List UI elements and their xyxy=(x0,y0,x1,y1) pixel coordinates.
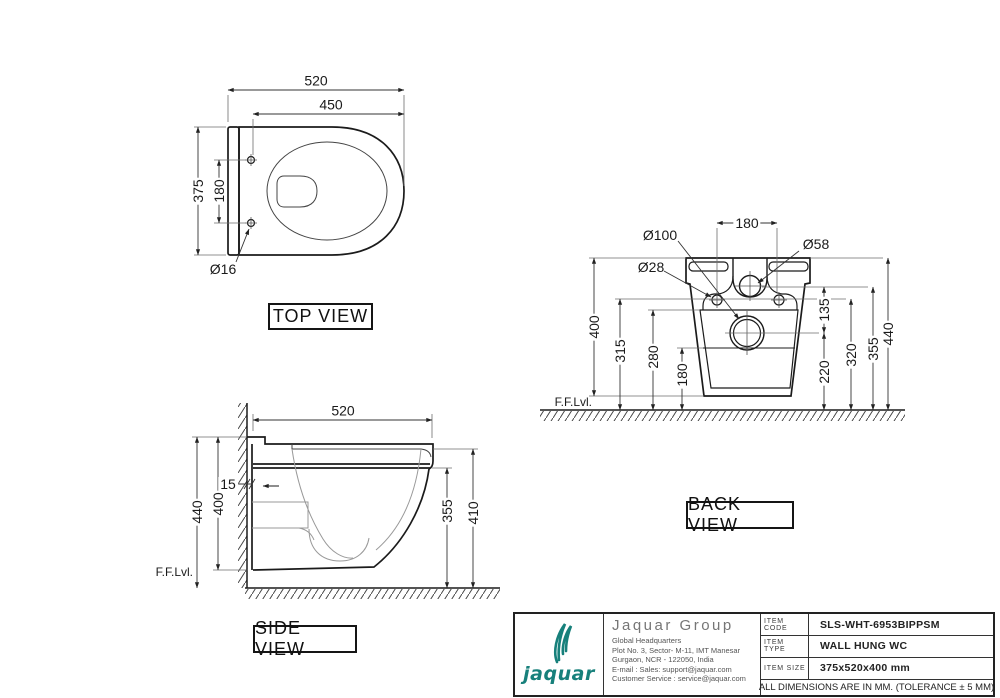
dim-side-410: 410 xyxy=(465,499,481,527)
back-view-dimensions xyxy=(589,220,891,411)
dim-back-135: 135 xyxy=(816,296,832,324)
dim-back-dia28: Ø28 xyxy=(637,259,665,275)
side-view-label: SIDE VIEW xyxy=(253,618,357,659)
dim-back-dia100: Ø100 xyxy=(642,227,678,243)
item-code-label-cell: ITEM CODE xyxy=(760,614,808,635)
jaquar-wordmark: jaquar xyxy=(523,663,595,685)
brand-logo-cell: jaquar xyxy=(515,614,603,695)
dim-top-520: 520 xyxy=(304,72,328,89)
back-view-linework xyxy=(540,257,905,421)
item-code-value-cell: SLS-WHT-6953BIPPSM xyxy=(808,614,993,635)
item-size-value-cell: 375x520x400 mm xyxy=(808,657,993,679)
dim-back-320: 320 xyxy=(843,341,859,369)
dim-side-355: 355 xyxy=(439,497,455,525)
company-name: Jaquar Group xyxy=(612,617,734,634)
dim-top-375: 375 xyxy=(190,177,206,205)
title-block-divider xyxy=(760,614,761,695)
item-size-label-cell: ITEM SIZE xyxy=(760,657,808,679)
dim-back-220: 220 xyxy=(816,358,832,386)
jaquar-leaf-icon xyxy=(553,623,573,664)
dim-back-180-left: 180 xyxy=(674,361,690,389)
tolerance-note: ALL DIMENSIONS ARE IN MM. (TOLERANCE ± 5… xyxy=(758,681,995,693)
dim-top-dia16: Ø16 xyxy=(209,261,237,277)
title-block-divider xyxy=(603,614,604,695)
dim-back-180-top: 180 xyxy=(733,215,761,231)
side-ffl-label: F.F.Lvl. xyxy=(155,565,193,579)
title-block-divider xyxy=(760,657,993,658)
dim-side-400: 400 xyxy=(210,490,226,518)
title-block: jaquar Jaquar Group Global Headquarters … xyxy=(513,612,995,697)
side-view-dimensions xyxy=(192,414,478,589)
item-size-value: 375x520x400 mm xyxy=(820,662,911,674)
company-info-cell: Jaquar Group Global Headquarters Plot No… xyxy=(603,614,760,695)
item-size-label: ITEM SIZE xyxy=(764,664,806,672)
item-type-label-cell: ITEM TYPE xyxy=(760,635,808,657)
company-address-line: Customer Service : service@jaquar.com xyxy=(612,674,746,684)
item-type-label: ITEM TYPE xyxy=(764,639,786,653)
company-address-line: Global Headquarters xyxy=(612,636,682,645)
top-view-linework xyxy=(227,126,405,256)
title-block-divider xyxy=(760,635,993,636)
dim-side-15: 15 xyxy=(218,476,238,492)
dim-top-450: 450 xyxy=(319,96,343,113)
dim-side-440: 440 xyxy=(189,498,205,526)
title-block-divider xyxy=(760,679,993,680)
item-type-value: WALL HUNG WC xyxy=(820,640,908,652)
side-view-linework xyxy=(238,403,500,599)
item-code-label: ITEM CODE xyxy=(764,617,788,632)
dim-back-400: 400 xyxy=(586,313,602,341)
title-block-divider xyxy=(808,614,809,680)
company-address-line: E-mail : Sales: support@jaquar.com xyxy=(612,664,732,674)
item-type-value-cell: WALL HUNG WC xyxy=(808,635,993,657)
tolerance-note-cell: ALL DIMENSIONS ARE IN MM. (TOLERANCE ± 5… xyxy=(758,679,995,695)
item-code-value: SLS-WHT-6953BIPPSM xyxy=(820,618,940,631)
company-address-line: Plot No. 3, Sector- M-11, IMT Manesar xyxy=(612,645,741,655)
dim-back-280: 280 xyxy=(645,343,661,371)
dim-back-315: 315 xyxy=(612,337,628,365)
company-address-line: Gurgaon, NCR - 122050, India xyxy=(612,655,714,665)
dim-back-440: 440 xyxy=(880,320,896,348)
dim-back-dia58: Ø58 xyxy=(802,236,830,252)
back-view-label: BACK VIEW xyxy=(686,494,794,535)
dim-side-520: 520 xyxy=(331,402,355,419)
dim-top-180: 180 xyxy=(211,177,227,205)
dim-back-355: 355 xyxy=(865,335,881,363)
top-view-label: TOP VIEW xyxy=(268,303,373,330)
back-ffl-label: F.F.Lvl. xyxy=(554,395,592,409)
